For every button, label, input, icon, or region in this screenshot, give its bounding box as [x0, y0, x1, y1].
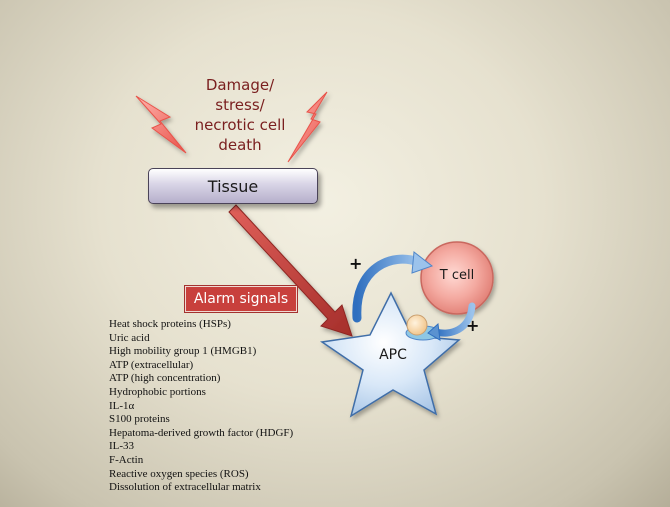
- alarm-signal-item: Uric acid: [109, 331, 150, 344]
- plus-sign: +: [466, 316, 480, 335]
- alarm-signals-box: Alarm signals: [185, 286, 297, 312]
- interaction-cell-icon: [405, 314, 441, 341]
- alarm-signal-item: ATP (high concentration): [109, 372, 221, 385]
- alarm-signal-list: Heat shock proteins (HSPs) Uric acid Hig…: [109, 318, 293, 495]
- tissue-label: Tissue: [207, 176, 259, 196]
- alarm-signal-item: Dissolution of extracellular matrix: [109, 481, 261, 494]
- curved-arrow-icon: [352, 251, 434, 323]
- damage-line: stress/: [215, 96, 265, 114]
- damage-line: Damage/: [205, 76, 275, 94]
- alarm-signal-item: ATP (extracellular): [109, 358, 194, 371]
- star-icon: [319, 291, 461, 418]
- curved-arrow-icon: [427, 302, 476, 341]
- plus-sign: +: [349, 254, 363, 273]
- alarm-signal-item: F-Actin: [109, 453, 144, 466]
- lightning-bolt-icon: [135, 95, 187, 154]
- alarm-signal-item: S100 proteins: [109, 413, 170, 426]
- t-cell-label: T cell: [439, 268, 475, 283]
- alarm-signals-label: Alarm signals: [193, 291, 289, 307]
- damage-line: death: [218, 136, 262, 154]
- alarm-signal-item: Heat shock proteins (HSPs): [109, 318, 231, 330]
- tissue-box: Tissue: [148, 168, 318, 204]
- alarm-signal-item: Hepatoma-derived growth factor (HDGF): [109, 426, 294, 439]
- alarm-signal-item: High mobility group 1 (HMGB1): [109, 345, 257, 358]
- damage-line: necrotic cell: [194, 116, 286, 134]
- arrow-icon: [228, 204, 353, 337]
- lightning-bolt-icon: [287, 91, 328, 163]
- alarm-signal-item: IL-1α: [109, 399, 135, 412]
- alarm-signal-item: Reactive oxygen species (ROS): [109, 467, 249, 480]
- apc-label: APC: [379, 347, 407, 363]
- damage-label: Damage/ stress/ necrotic cell death: [170, 75, 310, 155]
- alarm-signal-item: Hydrophobic portions: [109, 385, 206, 398]
- t-cell-circle: [420, 241, 494, 315]
- alarm-signal-item: IL-33: [109, 440, 135, 453]
